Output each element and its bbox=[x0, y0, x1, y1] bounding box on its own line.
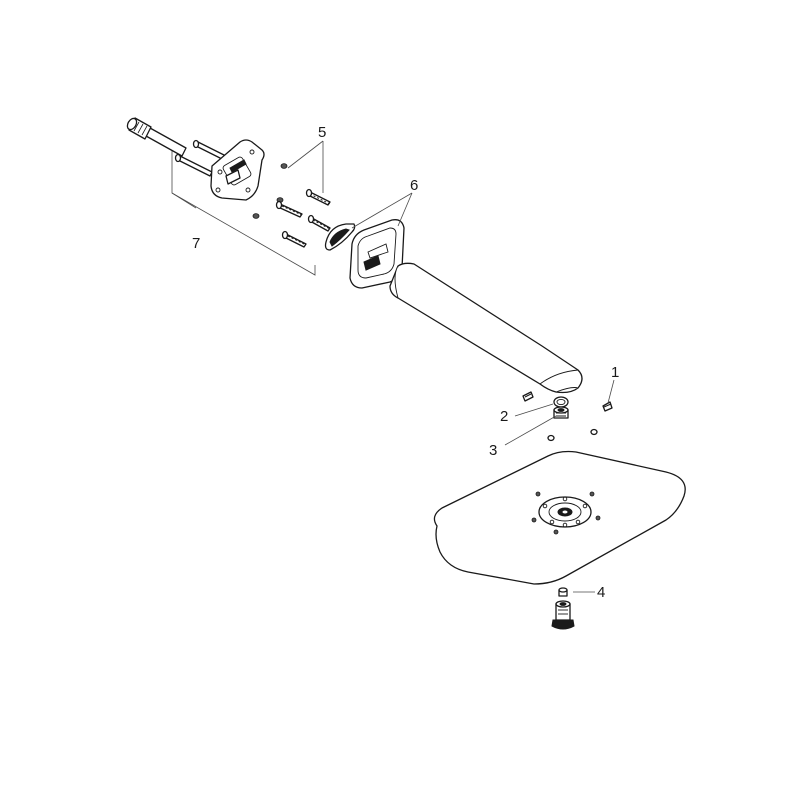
screw-lower bbox=[281, 230, 307, 248]
callout-3: 3 bbox=[489, 442, 497, 459]
callout-2: 2 bbox=[500, 408, 508, 425]
valve-spindle bbox=[126, 117, 187, 157]
leader-lines bbox=[287, 140, 615, 593]
o-ring-2 bbox=[553, 396, 569, 408]
swivel-connector bbox=[551, 600, 575, 630]
callout-6: 6 bbox=[410, 177, 418, 194]
wall-mounting-plate bbox=[210, 139, 265, 201]
small-nut-a bbox=[280, 163, 288, 169]
shower-arm bbox=[389, 262, 583, 394]
screw-upper bbox=[305, 188, 331, 206]
callout-1: 1 bbox=[611, 364, 619, 381]
mounting-pin-upper bbox=[192, 139, 231, 163]
callout-4: 4 bbox=[597, 584, 605, 601]
mounting-pin-lower bbox=[174, 153, 213, 177]
small-nut-b bbox=[252, 213, 260, 219]
screw-left bbox=[275, 200, 303, 218]
shower-head-plate bbox=[433, 450, 686, 585]
small-grub-screw-b bbox=[590, 428, 598, 436]
screw-middle bbox=[307, 214, 331, 232]
seal-gasket bbox=[324, 223, 356, 251]
callouts: 1 2 3 4 5 6 7 bbox=[192, 124, 619, 601]
set-screw-left bbox=[522, 391, 534, 402]
small-nut-4 bbox=[558, 587, 568, 597]
connector-nut-3 bbox=[553, 406, 569, 419]
group-7-bracket bbox=[171, 150, 316, 276]
callout-5: 5 bbox=[318, 124, 326, 141]
small-grub-screw-a bbox=[547, 434, 555, 442]
set-screw-1 bbox=[602, 401, 613, 412]
callout-7: 7 bbox=[192, 235, 200, 252]
escutcheon-cover bbox=[349, 219, 405, 289]
